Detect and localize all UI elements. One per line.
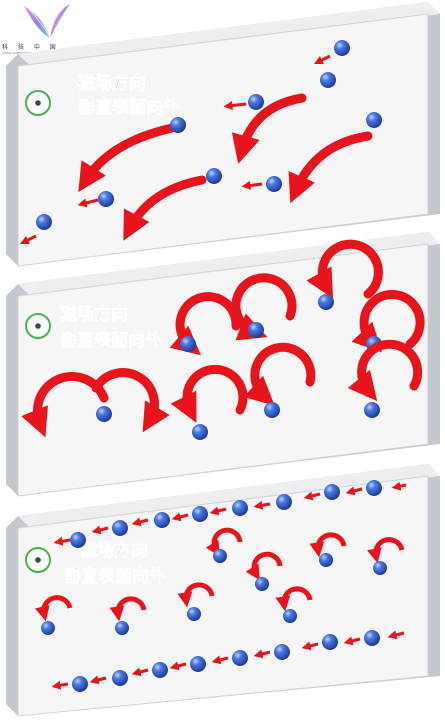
orbit-arrow (35, 595, 73, 635)
electron (170, 117, 186, 133)
panel-3-top (18, 464, 440, 528)
orbit-arrow (347, 339, 423, 418)
panel-2: 磁场方向 垂直表面向外 (6, 232, 440, 497)
panel-1-field-symbol (25, 90, 51, 116)
electron (334, 40, 350, 56)
orbit-arrow (205, 527, 243, 563)
panel-3-label-line1: 磁场方向 (80, 540, 148, 561)
orbit-arrow (309, 532, 347, 567)
orbit-arrow (367, 537, 405, 575)
panel-2-field-symbol (25, 313, 51, 339)
logo-text: 科 技 中 国 (2, 44, 60, 51)
electron (36, 214, 52, 230)
field-dot-icon (35, 323, 41, 329)
orbit-arrow (243, 342, 316, 418)
panel-3-label-line2: 垂直表面向外 (64, 566, 166, 587)
straight-arrow (313, 54, 331, 65)
orbit-arrow (170, 364, 248, 440)
electron (320, 72, 336, 88)
orbit-arrow (109, 596, 147, 635)
butterfly-logo-icon (24, 4, 70, 39)
straight-arrow (77, 198, 99, 208)
orbit-arrow (177, 582, 215, 621)
electron (206, 168, 222, 184)
panel-1-label-line2: 垂直表面向外 (78, 97, 180, 118)
bottom-edge-electrons (51, 630, 405, 692)
panel-1-top (18, 2, 440, 66)
panel-3-field-symbol (25, 547, 51, 573)
panel-2-label-line1: 磁场方向 (60, 304, 128, 325)
electron (366, 112, 382, 128)
panel-1: 磁场方向 垂直表面向外 (6, 2, 440, 267)
curved-arrow (123, 175, 207, 241)
straight-arrow (223, 101, 247, 110)
orbit-arrow (231, 273, 297, 341)
top-edge-electrons (53, 480, 407, 548)
panel-3: 磁场方向 垂直表面向外 (6, 464, 440, 717)
curved-arrow (78, 123, 177, 193)
straight-arrow (19, 234, 37, 245)
electron (266, 176, 282, 192)
orbit-arrow (306, 239, 383, 310)
electron (248, 94, 264, 110)
electron (98, 191, 114, 207)
orbit-arrow (275, 586, 313, 623)
field-dot-icon (35, 100, 41, 106)
curved-arrow (288, 131, 373, 204)
orbit-arrow (91, 368, 170, 433)
panel-1-label-line1: 磁场方向 (78, 73, 146, 94)
curved-arrow (231, 93, 307, 164)
orbit-arrow (245, 551, 283, 591)
field-dot-icon (35, 557, 41, 563)
panel-2-label-line2: 垂直表面向外 (60, 330, 162, 351)
straight-arrow (241, 180, 263, 190)
